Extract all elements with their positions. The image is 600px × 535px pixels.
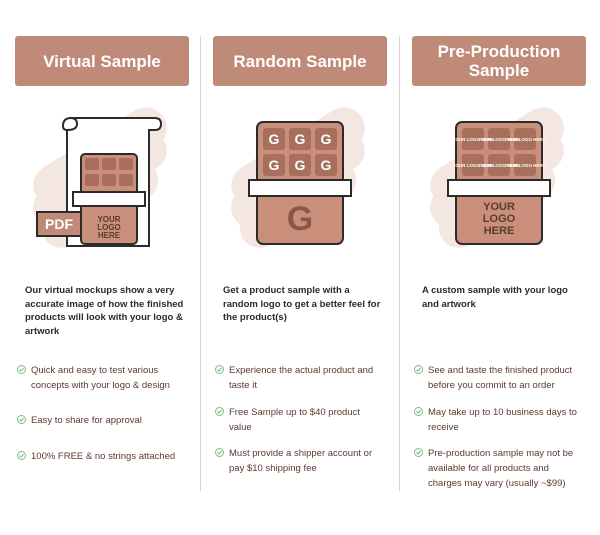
check-circle-icon (215, 448, 224, 457)
bullet-text: See and taste the finished product befor… (428, 365, 573, 391)
column-title: Pre-Production Sample (412, 36, 586, 86)
pdf-label: PDF (45, 216, 73, 232)
bullet-text: May take up to 10 business days to recei… (428, 407, 577, 433)
small-logo-text: YOUR LOGO HERE (504, 137, 545, 142)
column-divider (200, 36, 201, 491)
bullet-text: Quick and easy to test various concepts … (31, 365, 170, 391)
column-divider (399, 36, 400, 491)
grid-logo-letter: G (269, 131, 280, 147)
logo-text-line: YOUR (483, 201, 515, 213)
grid-logo-letter: G (295, 157, 306, 173)
random-sample-illustration: G G G G G G G (213, 96, 387, 266)
small-logo-text: YOUR LOGO HERE (478, 163, 519, 168)
check-circle-icon (17, 451, 26, 460)
list-item: Must provide a shipper account or pay $1… (215, 446, 385, 476)
column-title: Random Sample (213, 36, 387, 86)
check-circle-icon (414, 407, 423, 416)
column-title: Virtual Sample (15, 36, 189, 86)
small-logo-text: YOUR LOGO HERE (504, 163, 545, 168)
chocolate-bar-icon: G G G G G G G (231, 107, 365, 248)
column-random-sample: Random Sample G G G G G (213, 0, 387, 535)
big-logo-letter: G (287, 200, 313, 238)
pdf-document-icon: YOUR LOGO HERE PDF (33, 107, 167, 248)
small-logo-text: YOUR LOGO HERE (452, 137, 493, 142)
list-item: May take up to 10 business days to recei… (414, 405, 584, 435)
column-description: A custom sample with your logo and artwo… (422, 285, 568, 310)
list-item: See and taste the finished product befor… (414, 363, 584, 393)
grid-logo-letter: G (321, 131, 332, 147)
column-pre-production-sample: Pre-Production Sample YOUR LOGO HERE YOU… (412, 0, 586, 535)
logo-text-line: LOGO (483, 213, 516, 225)
column-description: Our virtual mockups show a very accurate… (25, 285, 184, 337)
logo-text-line: HERE (98, 231, 121, 240)
check-circle-icon (414, 365, 423, 374)
column-description: Get a product sample with a random logo … (223, 285, 381, 323)
bullet-text: Pre-production sample may not be availab… (428, 448, 574, 489)
bullet-text: Easy to share for approval (31, 415, 142, 426)
list-item: Pre-production sample may not be availab… (414, 446, 584, 491)
logo-text-line: LOGO (97, 223, 121, 232)
check-circle-icon (414, 448, 423, 457)
list-item: Experience the actual product and taste … (215, 363, 385, 393)
logo-text-line: HERE (484, 225, 515, 237)
logo-text-line: YOUR (97, 215, 120, 224)
grid-logo-letter: G (321, 157, 332, 173)
bullet-text: Free Sample up to $40 product value (229, 407, 360, 433)
small-logo-text: YOUR LOGO HERE (452, 163, 493, 168)
check-circle-icon (17, 365, 26, 374)
check-circle-icon (215, 365, 224, 374)
bullet-text: Experience the actual product and taste … (229, 365, 374, 391)
list-item: 100% FREE & no strings attached (17, 449, 187, 464)
check-circle-icon (17, 415, 26, 424)
grid-logo-letter: G (295, 131, 306, 147)
column-virtual-sample: Virtual Sample (15, 0, 189, 535)
chocolate-bar-icon: YOUR LOGO HERE YOUR LOGO HERE YOUR LOGO … (430, 107, 564, 248)
list-item: Easy to share for approval (17, 413, 187, 428)
bullet-text: Must provide a shipper account or pay $1… (229, 448, 373, 474)
pre-production-sample-illustration: YOUR LOGO HERE YOUR LOGO HERE YOUR LOGO … (412, 96, 586, 266)
virtual-sample-illustration: YOUR LOGO HERE PDF (15, 96, 189, 266)
list-item: Quick and easy to test various concepts … (17, 363, 187, 393)
bullet-text: 100% FREE & no strings attached (31, 451, 176, 462)
check-circle-icon (215, 407, 224, 416)
list-item: Free Sample up to $40 product value (215, 405, 385, 435)
small-logo-text: YOUR LOGO HERE (478, 137, 519, 142)
grid-logo-letter: G (269, 157, 280, 173)
